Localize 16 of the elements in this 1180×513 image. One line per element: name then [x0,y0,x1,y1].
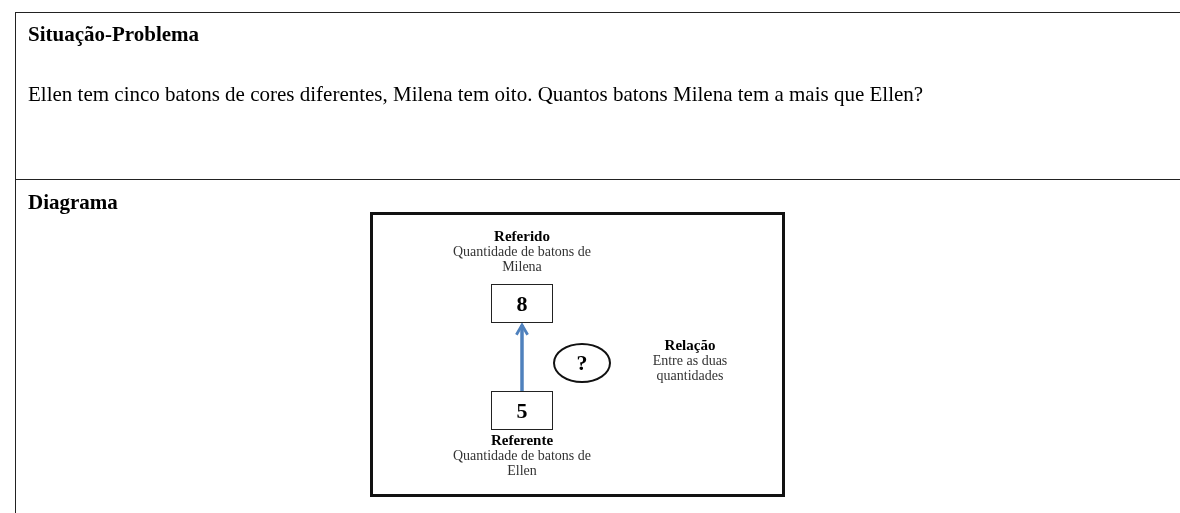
quantity-box [491,391,553,430]
role-description: Quantidade de batons de Ellen [452,448,592,478]
arrow [515,323,529,391]
quantity-value: ? [576,350,588,376]
quantity-value: 5 [516,397,528,424]
quantity-box [491,284,553,323]
relation-circle [553,343,611,383]
problem-text: Ellen tem cinco batons de cores diferentes, Milena tem oito. Quantos batons Milena tem a mais que Ellen? [28,81,925,108]
quantity-value: 8 [516,290,528,317]
section-heading: Diagrama [28,189,119,216]
role-heading: Referente [489,433,555,448]
role-description: Quantidade de batons de Milena [452,244,592,274]
role-description: Entre as duas quantidades [651,353,729,383]
role-heading: Referido [493,229,551,244]
section-heading: Situação-Problema [28,21,201,48]
role-heading: Relação [663,338,717,353]
